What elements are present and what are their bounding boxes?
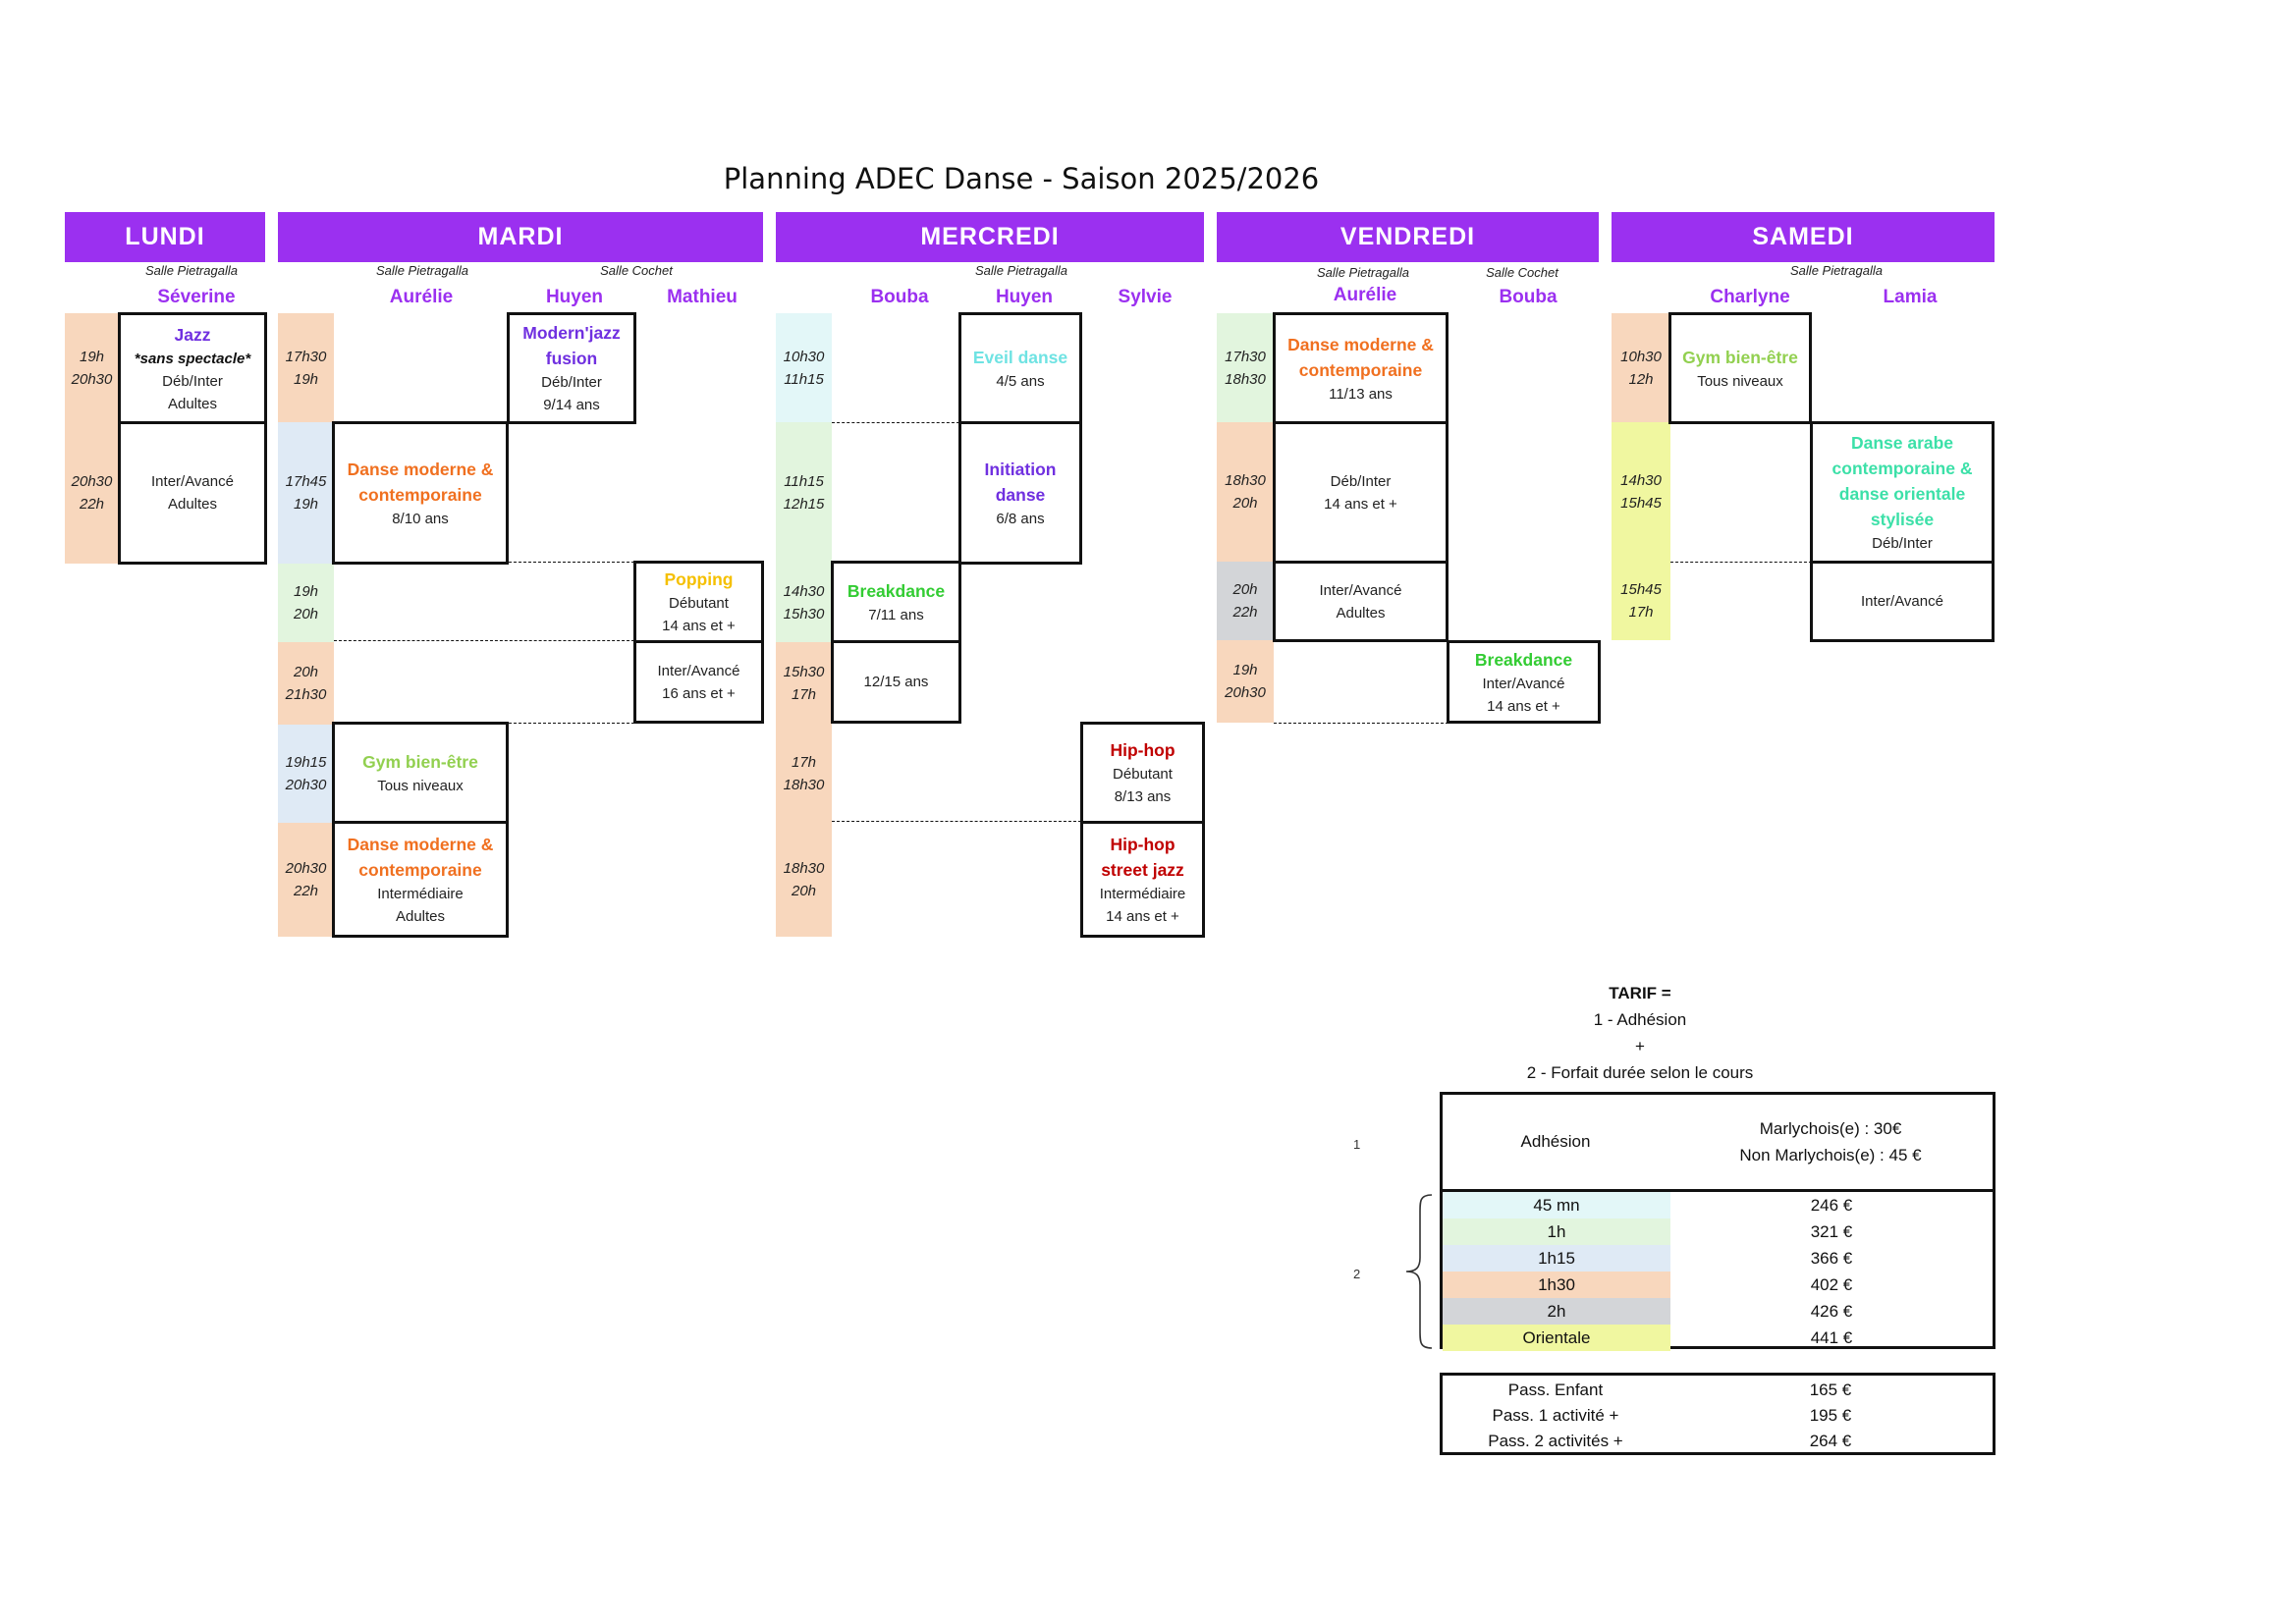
- dashed-divider: [334, 640, 634, 641]
- dashed-divider: [1670, 562, 1812, 563]
- tarif-line-adhesion: 1 - Adhésion: [1593, 1010, 1687, 1029]
- class-box: Initiation danse 6/8 ans: [958, 421, 1082, 565]
- tarif-number: 1: [1353, 1137, 1361, 1152]
- tarif-plus: +: [1635, 1037, 1645, 1056]
- day-header-mardi: MARDI: [278, 212, 763, 262]
- forfait-row: 1h15 366 €: [1443, 1245, 1993, 1272]
- curly-brace: [1405, 1194, 1433, 1349]
- teacher-name: Bouba: [1499, 287, 1558, 307]
- pass-table: Pass. Enfant 165 € Pass. 1 activité + 19…: [1440, 1373, 1995, 1455]
- room-label: Salle Pietragalla: [1790, 263, 1883, 278]
- tarif-line-forfait: 2 - Forfait durée selon le cours: [1526, 1063, 1754, 1082]
- room-label: Salle Pietragalla: [1317, 265, 1409, 280]
- dashed-divider: [832, 422, 959, 423]
- room-label: Salle Pietragalla: [145, 263, 238, 278]
- class-box: Breakdance Inter/Avancé 14 ans et +: [1447, 640, 1601, 724]
- class-box: Hip-hop street jazz Intermédiaire 14 ans…: [1080, 821, 1205, 938]
- page-title: Planning ADEC Danse - Saison 2025/2026: [723, 162, 1320, 195]
- teacher-name: Huyen: [545, 287, 604, 307]
- class-box: Gym bien-être Tous niveaux: [332, 722, 509, 824]
- class-box: Jazz *sans spectacle* Déb/Inter Adultes: [118, 312, 267, 424]
- class-box: Popping Débutant 14 ans et +: [633, 561, 764, 643]
- pass-row: Pass. 1 activité + 195 €: [1492, 1406, 1852, 1425]
- teacher-name: Sylvie: [1118, 287, 1173, 307]
- class-box: Inter/Avancé: [1810, 561, 1995, 642]
- teacher-name: Huyen: [995, 287, 1054, 307]
- class-box: Inter/Avancé Adultes: [118, 421, 267, 565]
- adhesion-label: Adhésion: [1520, 1132, 1591, 1151]
- adhesion-prices: Marlychois(e) : 30€ Non Marlychois(e) : …: [1739, 1119, 1922, 1164]
- room-label: Salle Cochet: [1486, 265, 1558, 280]
- class-box: Danse arabe contemporaine & danse orient…: [1810, 421, 1995, 564]
- class-box: Danse moderne & contemporaine 8/10 ans: [332, 421, 509, 565]
- tarif-heading: TARIF =: [1609, 984, 1671, 1002]
- class-box: Danse moderne & contemporaine Intermédia…: [332, 821, 509, 938]
- class-box: Inter/Avancé Adultes: [1273, 561, 1449, 642]
- dashed-divider: [509, 562, 634, 563]
- teacher-name: Aurélie: [1333, 285, 1397, 305]
- day-header-vendredi: VENDREDI: [1217, 212, 1599, 262]
- forfait-row: 2h 426 €: [1443, 1298, 1993, 1325]
- teacher-name: Aurélie: [389, 287, 454, 307]
- class-box: 12/15 ans: [831, 640, 961, 724]
- dashed-divider: [832, 821, 1081, 822]
- class-box: Eveil danse 4/5 ans: [958, 312, 1082, 424]
- forfait-row: 1h30 402 €: [1443, 1272, 1993, 1298]
- dashed-divider: [509, 723, 762, 724]
- class-box: Modern'jazz fusion Déb/Inter 9/14 ans: [507, 312, 636, 424]
- room-label: Salle Pietragalla: [376, 263, 468, 278]
- teacher-name: Charlyne: [1710, 287, 1790, 307]
- class-box: Danse moderne & contemporaine 11/13 ans: [1273, 312, 1449, 424]
- class-box: Déb/Inter 14 ans et +: [1273, 421, 1449, 564]
- tarif-number: 2: [1353, 1267, 1361, 1281]
- forfait-row: 45 mn 246 €: [1443, 1192, 1993, 1218]
- class-box: Hip-hop Débutant 8/13 ans: [1080, 722, 1205, 824]
- forfait-row: 1h 321 €: [1443, 1218, 1993, 1245]
- teacher-name: Bouba: [870, 287, 929, 307]
- dashed-divider: [1274, 723, 1449, 724]
- class-box: Inter/Avancé 16 ans et +: [633, 640, 764, 724]
- class-box: Gym bien-être Tous niveaux: [1668, 312, 1812, 424]
- teacher-name: Séverine: [157, 287, 236, 307]
- class-box: Breakdance 7/11 ans: [831, 561, 961, 643]
- pass-row: Pass. Enfant 165 €: [1507, 1380, 1852, 1399]
- pass-row: Pass. 2 activités + 264 €: [1488, 1432, 1852, 1450]
- day-header-lundi: LUNDI: [65, 212, 265, 262]
- tarif-table: Adhésion Marlychois(e) : 30€ Non Marlych…: [1440, 1092, 1995, 1351]
- teacher-name: Lamia: [1883, 287, 1938, 307]
- day-header-mercredi: MERCREDI: [776, 212, 1204, 262]
- adhesion-row: Adhésion Marlychois(e) : 30€ Non Marlych…: [1443, 1095, 1993, 1192]
- day-header-samedi: SAMEDI: [1612, 212, 1995, 262]
- room-label: Salle Cochet: [600, 263, 673, 278]
- room-label: Salle Pietragalla: [975, 263, 1067, 278]
- teacher-name: Mathieu: [667, 287, 738, 307]
- forfait-row: Orientale 441 €: [1443, 1325, 1993, 1351]
